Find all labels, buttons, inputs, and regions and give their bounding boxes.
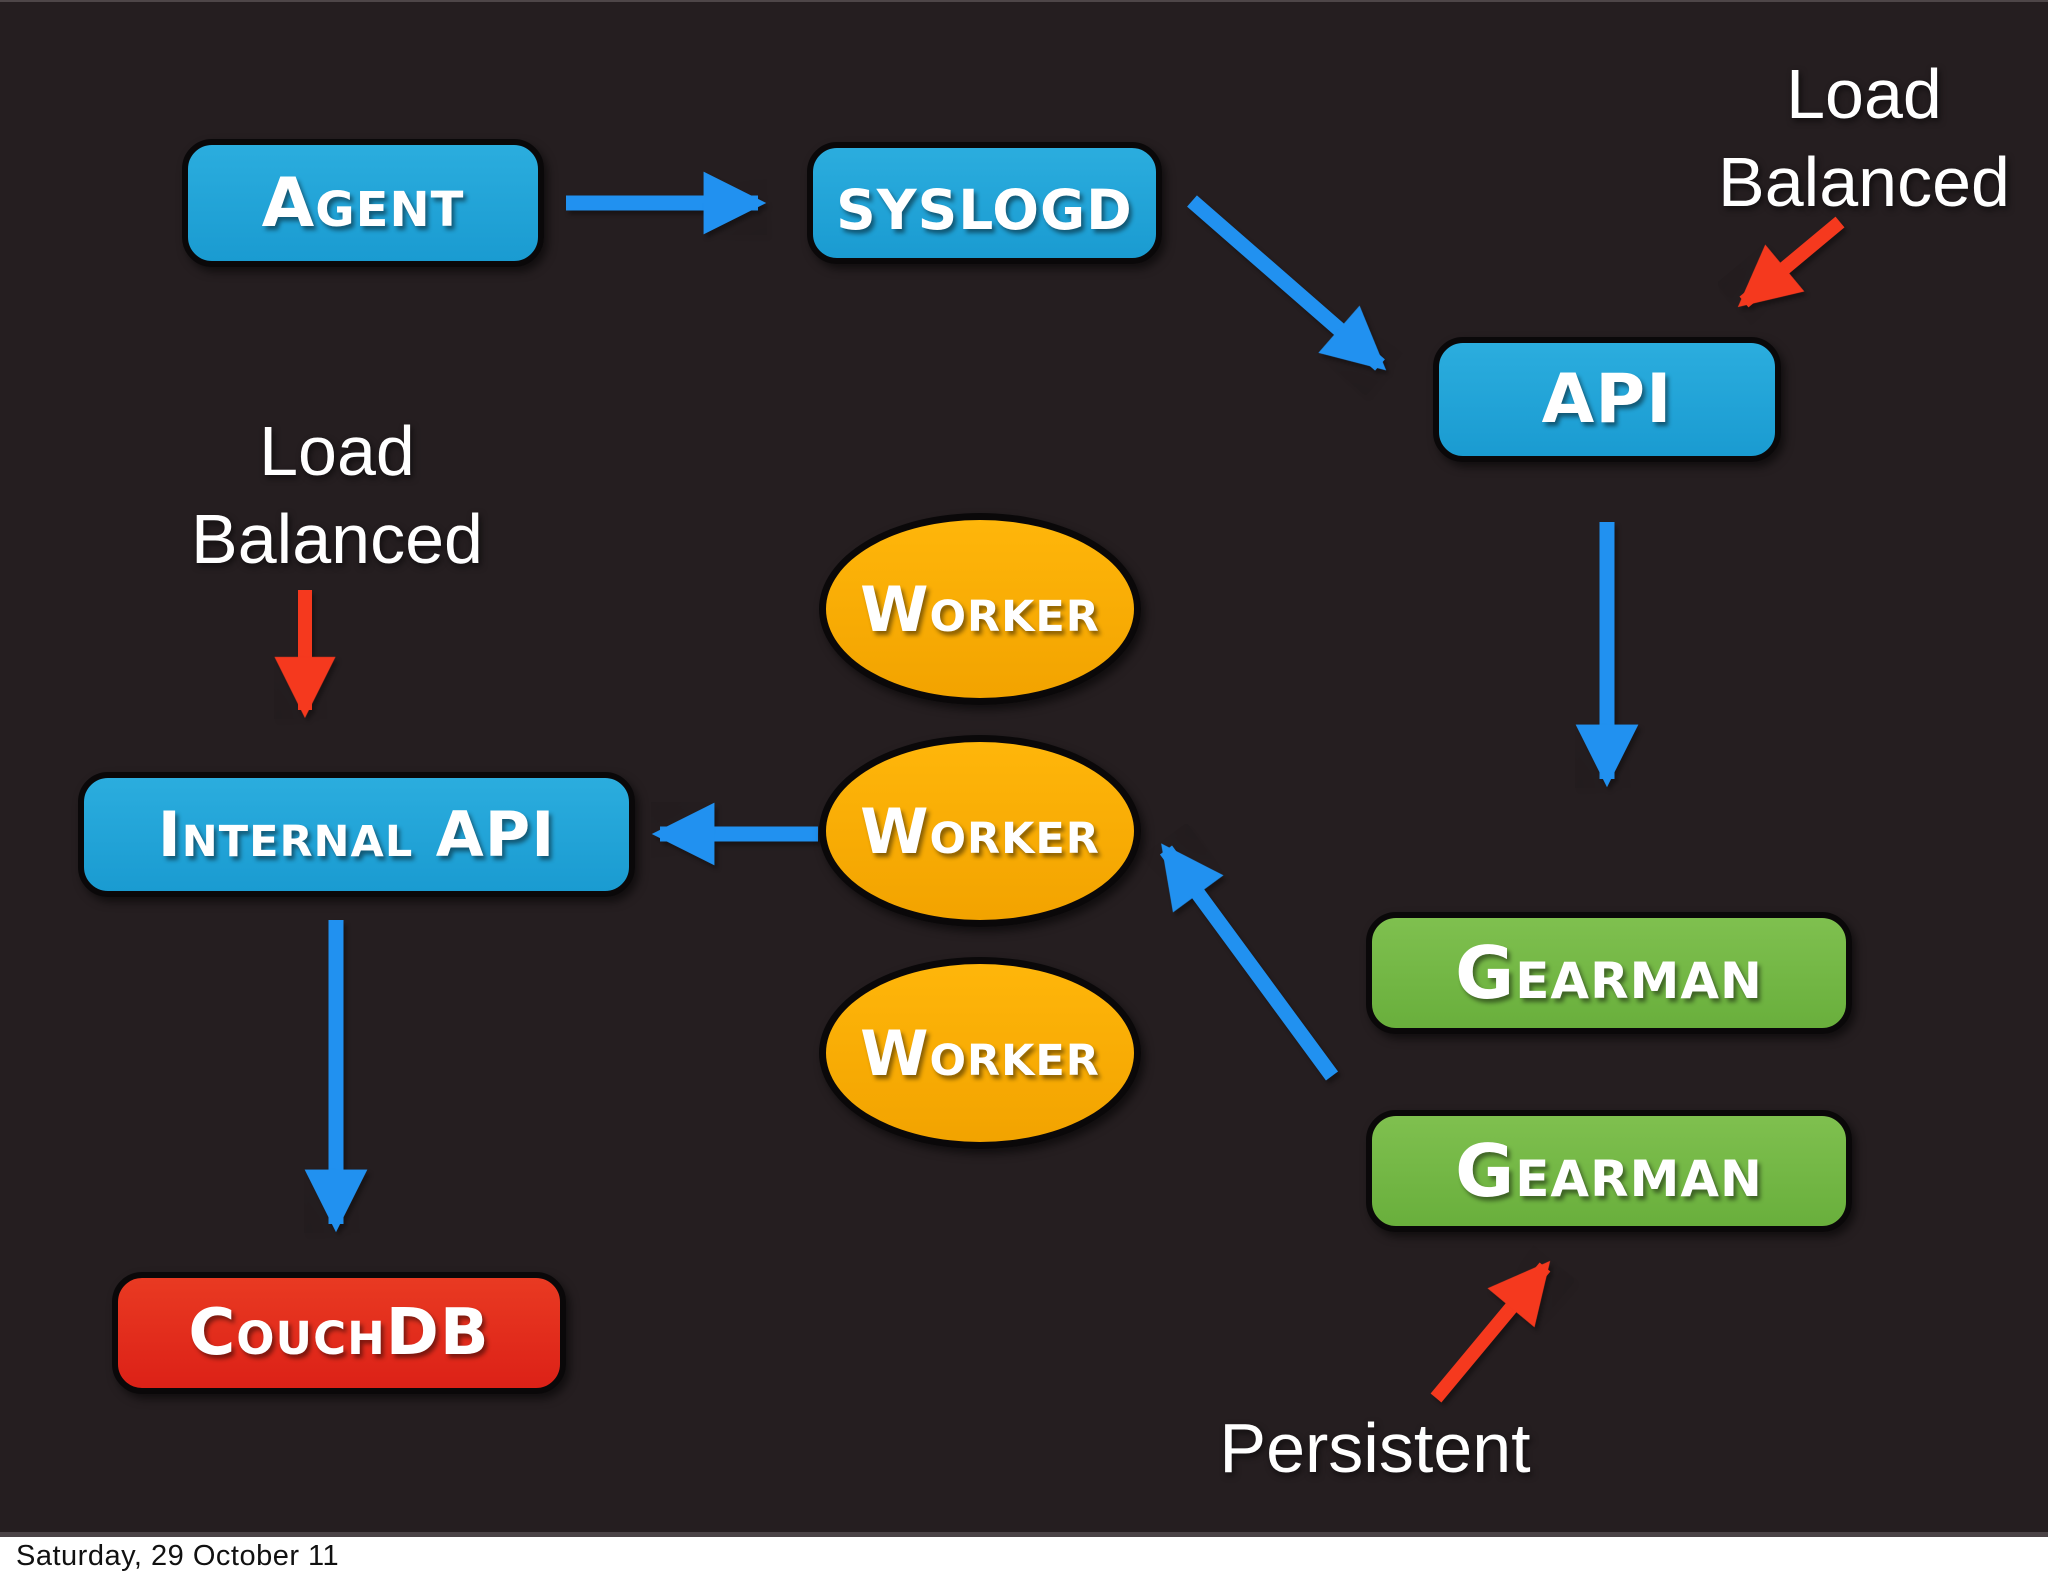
node-syslogd-label: syslogd xyxy=(836,158,1133,248)
node-agent-label: Agent xyxy=(261,163,465,243)
node-worker-1-label: Worker xyxy=(860,572,1100,646)
footer-date: Saturday, 29 October 11 xyxy=(16,1540,340,1572)
label-load-balanced-right: Load Balanced xyxy=(1718,55,2010,221)
node-couchdb: CouchDB xyxy=(112,1272,566,1394)
node-worker-1: Worker xyxy=(819,513,1141,705)
node-worker-2-label: Worker xyxy=(860,794,1100,868)
node-couchdb-label: CouchDB xyxy=(188,1296,490,1370)
node-syslogd: syslogd xyxy=(807,142,1162,264)
label-load-balanced-left: Load Balanced xyxy=(191,412,483,578)
diagram-canvas: Agent syslogd API Internal API Worker Wo… xyxy=(0,0,2048,1532)
slide-bottom-edge xyxy=(0,1532,2048,1537)
arrow-load-balanced-right xyxy=(1737,216,1845,308)
node-gearman-2-label: Gearman xyxy=(1455,1129,1763,1213)
node-internal-api: Internal API xyxy=(78,772,635,897)
node-internal-api-label: Internal API xyxy=(157,798,556,871)
node-gearman-2: Gearman xyxy=(1366,1110,1852,1232)
node-agent: Agent xyxy=(182,139,544,267)
arrow-syslogd-to-api xyxy=(1187,195,1387,371)
node-gearman-1: Gearman xyxy=(1366,912,1852,1034)
node-worker-2: Worker xyxy=(819,735,1141,927)
arrow-layer xyxy=(274,171,1845,1403)
node-api-label: API xyxy=(1541,360,1673,439)
arrow-gearman-to-worker xyxy=(1159,843,1339,1081)
arrow-persistent-to-gearman xyxy=(1430,1260,1551,1403)
node-api: API xyxy=(1433,337,1781,462)
label-persistent: Persistent xyxy=(1219,1409,1531,1487)
node-worker-3-label: Worker xyxy=(860,1016,1100,1090)
footer-bar: Saturday, 29 October 11 xyxy=(0,1537,2048,1576)
node-gearman-1-label: Gearman xyxy=(1455,931,1763,1015)
node-worker-3: Worker xyxy=(819,957,1141,1149)
